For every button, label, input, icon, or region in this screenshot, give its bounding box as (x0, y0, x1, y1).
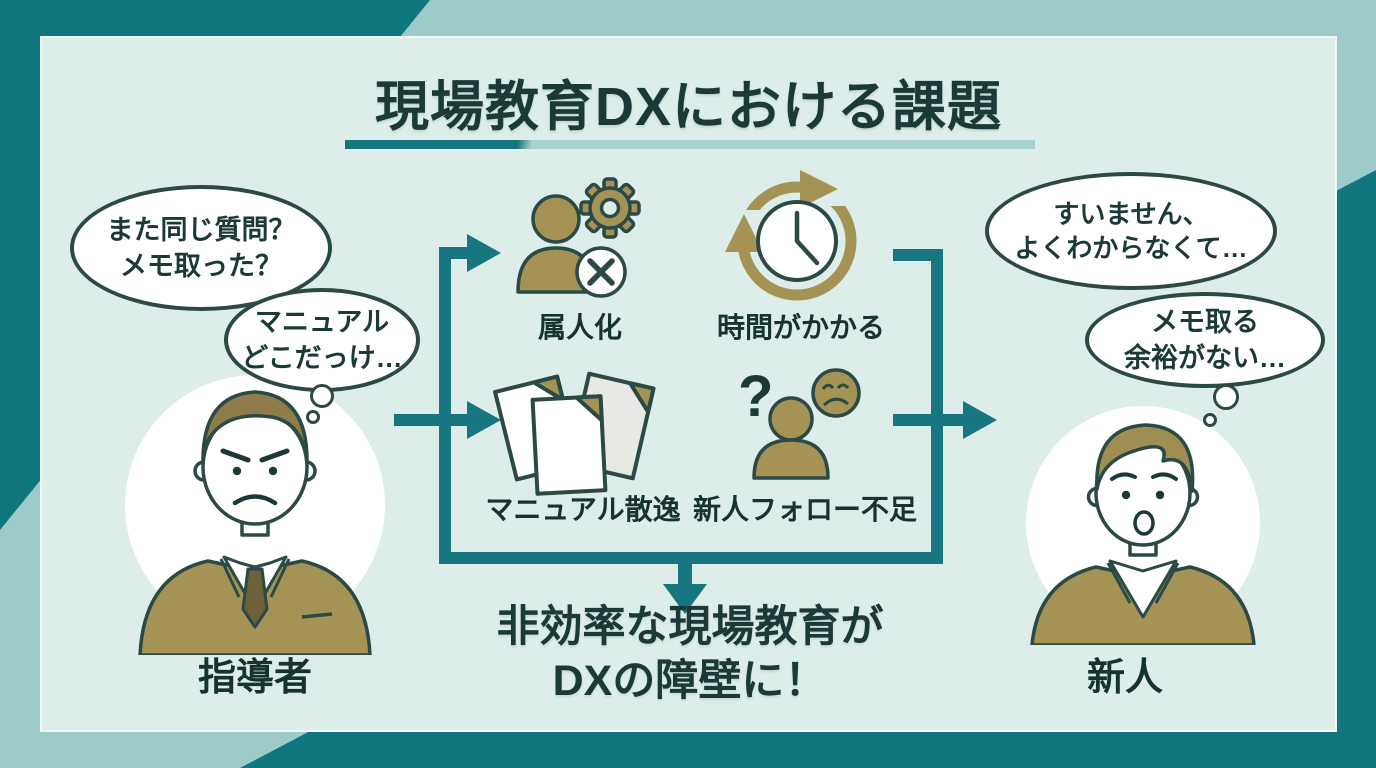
clock-loop-icon (724, 170, 857, 301)
person-head (768, 396, 814, 442)
clock-hands (794, 210, 820, 266)
scattered-documents-icon (493, 371, 656, 496)
hair (1095, 423, 1195, 493)
open-mouth (1133, 510, 1155, 536)
bubble-line: 余裕がない… (1124, 343, 1286, 373)
tie (241, 567, 269, 629)
arrowhead-mid-right (963, 401, 997, 439)
thought-dot (1203, 413, 1217, 427)
problem-label: 新人フォロー不足 (692, 494, 917, 525)
sad-eyes (821, 383, 850, 390)
newcomer-speech-bubble: すいません、 よくわからなくて… (985, 172, 1277, 290)
problem-label: マニュアル散逸 (485, 494, 681, 525)
bubble-line: よくわからなくて… (1014, 233, 1248, 263)
newcomer-thought-bubble: メモ取る 余裕がない… (1085, 292, 1325, 388)
frown-mouth (232, 494, 278, 506)
problem-label: 属人化 (537, 312, 622, 343)
loop-arrowhead-top (800, 170, 838, 208)
person-head (531, 194, 581, 244)
newcomer-question-sad-icon: ? (738, 364, 861, 480)
bubble-line: どこだっけ… (241, 343, 403, 373)
arrowhead-mid-left (467, 401, 501, 439)
pocket (301, 612, 333, 619)
problem-label: 時間がかかる (716, 312, 885, 343)
page-title: 現場教育DXにおける課題 (374, 77, 1002, 137)
bubble-line: メモ取る (1151, 307, 1259, 337)
arrowhead-top-left (467, 234, 501, 272)
newcomer-label: 新人 (1086, 657, 1163, 699)
bubble-line: メモ取った？ (120, 251, 282, 281)
x-mark (587, 258, 615, 286)
title-underline (345, 140, 1035, 149)
bubble-line: マニュアル (254, 307, 390, 337)
instructor-speech-bubble: また同じ質問？ メモ取った？ (70, 185, 332, 311)
conclusion-line: 非効率な現場教育が (496, 603, 884, 651)
instructor-illustration (125, 375, 385, 655)
connector-line-left (439, 247, 467, 564)
thought-dot (310, 384, 334, 408)
worried-eyebrows (1110, 472, 1178, 481)
person-gear-error-icon (516, 177, 641, 298)
thought-dot (1213, 384, 1239, 410)
arrowhead-down (663, 584, 707, 614)
shirt (1108, 559, 1178, 619)
gear-icon (579, 177, 641, 239)
lapels (1106, 562, 1180, 604)
connector-line-right (893, 249, 943, 564)
flow-connector-arrows (394, 234, 997, 614)
bubble-line: また同じ質問？ (106, 215, 296, 245)
angry-eyebrows (220, 448, 290, 463)
thought-dot (306, 410, 320, 424)
conclusion-text: 非効率な現場教育が DXの障壁に！ (415, 600, 965, 708)
question-mark: ? (738, 364, 773, 429)
hair (201, 390, 309, 465)
newcomer-illustration (1026, 406, 1260, 645)
bubble-line: すいません、 (1053, 199, 1209, 229)
sad-mouth (822, 397, 849, 407)
lapels (219, 558, 291, 598)
loop-arrowhead-left (725, 214, 763, 252)
person-body (752, 438, 830, 480)
instructor-label: 指導者 (197, 657, 312, 699)
instructor-thought-bubble: マニュアル どこだっけ… (224, 288, 420, 392)
conclusion-line: DXの障壁に！ (552, 657, 828, 705)
sad-face (811, 368, 861, 418)
